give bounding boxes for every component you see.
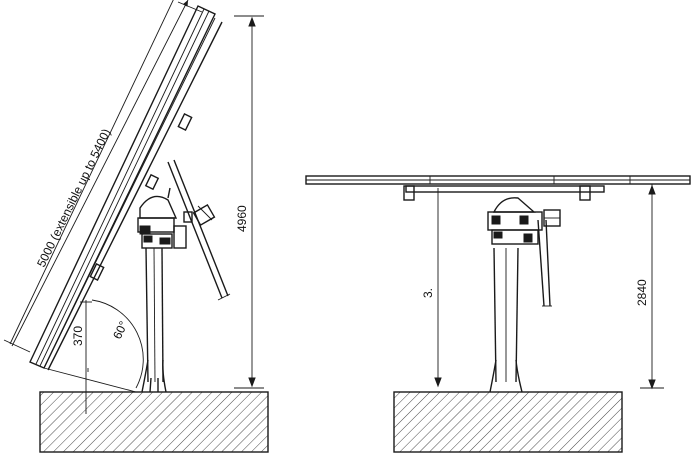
right-view: 3. 2840: [305, 175, 691, 453]
right-unlabeled-height-label: 3.: [421, 288, 435, 298]
left-actuator-strut: [167, 159, 231, 301]
left-drive-head: [137, 187, 216, 249]
right-height-label: 2840: [635, 279, 649, 306]
right-actuator-strut: [537, 219, 552, 307]
left-tilted-panel: [29, 5, 223, 371]
tilt-angle-label: 60°: [110, 319, 131, 342]
ground-clearance-label: 370: [71, 326, 85, 346]
left-view: 5000 (extensible up to 5400): [3, 0, 269, 453]
right-horizontal-panel: [305, 175, 691, 201]
left-mast: [141, 247, 167, 393]
right-foundation-block: [393, 391, 623, 453]
right-drive-head: [487, 197, 561, 245]
right-mast: [489, 247, 523, 393]
left-foundation-block: [39, 391, 269, 453]
ground-clearance-dimension: 370: [71, 300, 92, 414]
tilt-angle-annotation: 60°: [43, 299, 144, 393]
total-height-dimension: 4960: [234, 15, 264, 389]
right-height-dimension: 2840: [635, 184, 664, 390]
total-height-label: 4960: [235, 205, 249, 232]
right-left-height-dimension: 3.: [421, 188, 442, 388]
panel-length-dimension: 5000 (extensible up to 5400): [3, 0, 203, 353]
